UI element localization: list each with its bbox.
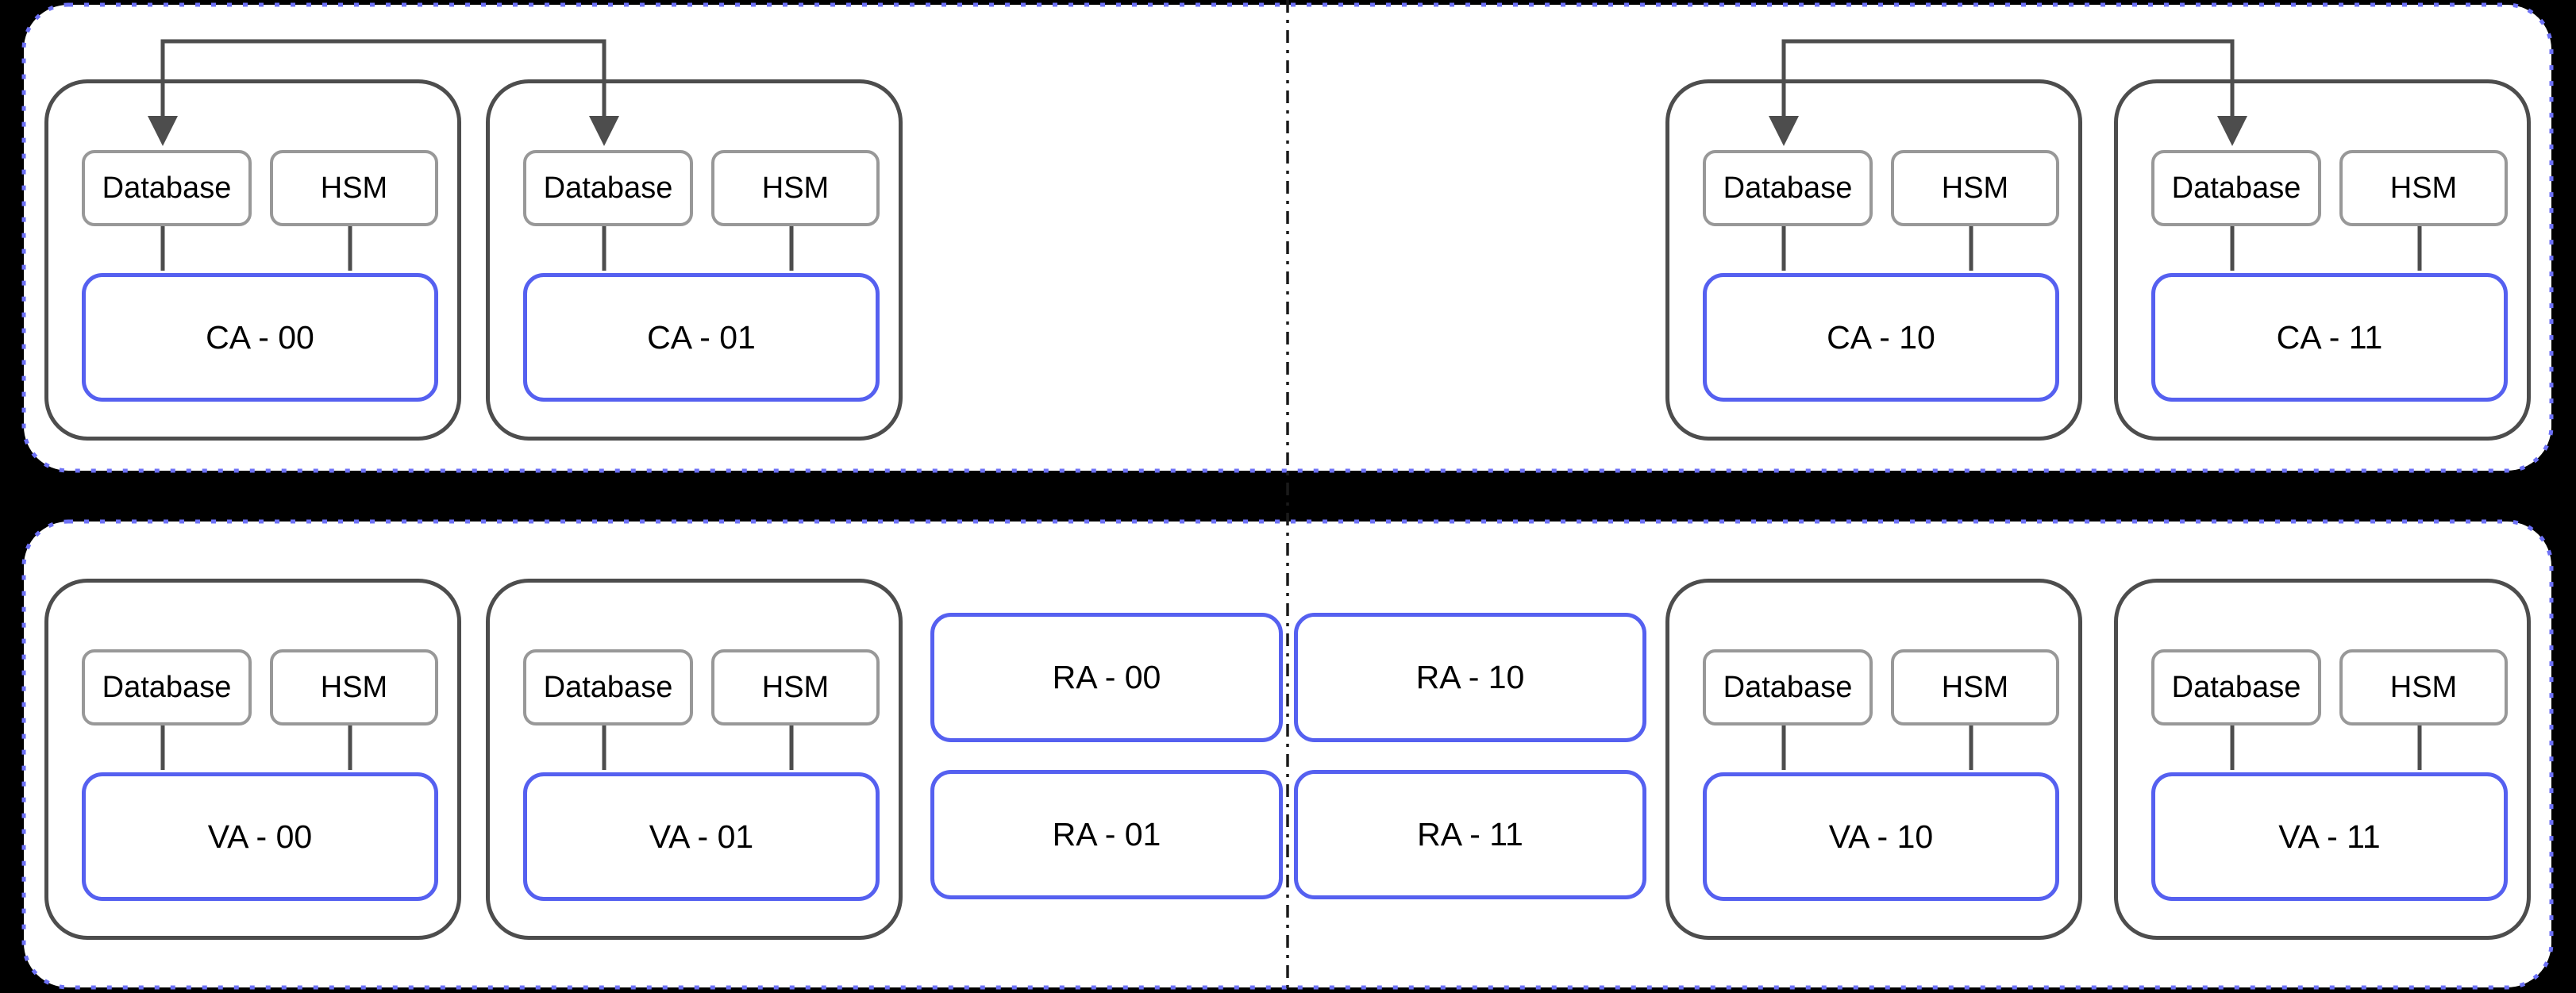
va-10-database-box: Database bbox=[1703, 649, 1873, 726]
ca-00-arrowhead-icon bbox=[148, 116, 178, 146]
ca-00-group: Database HSM CA - 00 bbox=[44, 79, 461, 441]
ca-10-node: CA - 10 bbox=[1703, 273, 2059, 402]
ra-00-node: RA - 00 bbox=[930, 613, 1283, 742]
va-01-group: Database HSM VA - 01 bbox=[486, 579, 903, 940]
va-00-node: VA - 00 bbox=[82, 772, 438, 901]
ca-01-database-box: Database bbox=[523, 150, 693, 226]
va-01-hsm-box: HSM bbox=[711, 649, 880, 726]
va-11-group: Database HSM VA - 11 bbox=[2114, 579, 2531, 940]
ca-01-node: CA - 01 bbox=[523, 273, 880, 402]
va-10-node: VA - 10 bbox=[1703, 772, 2059, 901]
va-01-database-box: Database bbox=[523, 649, 693, 726]
ca-11-arrowhead-icon bbox=[2217, 116, 2247, 146]
ca-00-database-box: Database bbox=[82, 150, 252, 226]
va-00-database-box: Database bbox=[82, 649, 252, 726]
va-11-database-box: Database bbox=[2151, 649, 2321, 726]
ca-10-group: Database HSM CA - 10 bbox=[1665, 79, 2082, 441]
ca-10-database-box: Database bbox=[1703, 150, 1873, 226]
va-00-group: Database HSM VA - 00 bbox=[44, 579, 461, 940]
ca-01-hsm-box: HSM bbox=[711, 150, 880, 226]
ca-11-hsm-box: HSM bbox=[2339, 150, 2508, 226]
ca-00-node: CA - 00 bbox=[82, 273, 438, 402]
va-11-node: VA - 11 bbox=[2151, 772, 2508, 901]
ca-00-hsm-box: HSM bbox=[270, 150, 438, 226]
va-10-hsm-box: HSM bbox=[1891, 649, 2059, 726]
ca-10-hsm-box: HSM bbox=[1891, 150, 2059, 226]
ca-01-group: Database HSM CA - 01 bbox=[486, 79, 903, 441]
ra-11-node: RA - 11 bbox=[1294, 770, 1646, 899]
va-11-hsm-box: HSM bbox=[2339, 649, 2508, 726]
ra-10-node: RA - 10 bbox=[1294, 613, 1646, 742]
ca-10-arrowhead-icon bbox=[1769, 116, 1799, 146]
ca-11-database-box: Database bbox=[2151, 150, 2321, 226]
ca-01-arrowhead-icon bbox=[589, 116, 619, 146]
va-01-node: VA - 01 bbox=[523, 772, 880, 901]
va-10-group: Database HSM VA - 10 bbox=[1665, 579, 2082, 940]
va-00-hsm-box: HSM bbox=[270, 649, 438, 726]
ra-01-node: RA - 01 bbox=[930, 770, 1283, 899]
ca-11-group: Database HSM CA - 11 bbox=[2114, 79, 2531, 441]
ca-11-node: CA - 11 bbox=[2151, 273, 2508, 402]
